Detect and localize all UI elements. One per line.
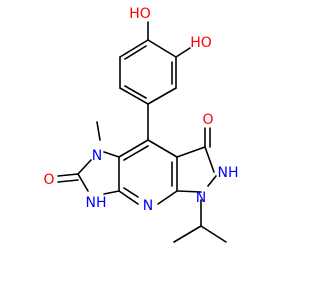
atom-label-n-methyl: N — [92, 148, 102, 164]
bond — [123, 145, 149, 161]
atom-label-n-isopropyl: N — [196, 190, 206, 206]
bond — [204, 146, 215, 173]
bond — [118, 139, 149, 158]
bond — [157, 190, 178, 205]
bond — [177, 190, 202, 193]
bond — [119, 87, 149, 105]
bond — [147, 39, 177, 58]
bond — [175, 47, 191, 58]
atom-label-o-imidazolone: O — [43, 172, 54, 188]
bond — [147, 87, 177, 105]
atom-label-nh-imidazolone: NH — [86, 195, 107, 211]
atom-label-o-top: HO — [129, 6, 151, 22]
bond — [147, 139, 178, 158]
bond — [200, 225, 227, 243]
bond — [207, 175, 217, 187]
atom-label-nh-pyrazole: NH — [218, 165, 239, 181]
bond — [103, 190, 120, 195]
structure-diagram: HO HO O O N NH N NH N — [43, 6, 239, 243]
atom-label-o-meta: HO — [190, 35, 212, 51]
bond — [77, 173, 89, 192]
bond — [123, 187, 139, 198]
bond-lines — [57, 21, 227, 243]
bond — [57, 179, 79, 183]
bond — [176, 146, 206, 158]
bond — [124, 85, 147, 99]
atom-label-o-pyrazolone: O — [202, 112, 213, 128]
molecule-canvas: HO HO O O N NH N NH N — [43, 6, 239, 243]
atom-labels: HO HO O O N NH N NH N — [43, 6, 238, 214]
bond — [96, 121, 101, 141]
bond — [173, 225, 202, 243]
atom-label-n-pyridine: N — [143, 198, 153, 214]
bond — [77, 159, 92, 175]
bond — [57, 173, 79, 177]
bond — [119, 39, 149, 58]
bond — [103, 151, 120, 158]
bond — [118, 190, 139, 205]
bond — [124, 45, 147, 60]
